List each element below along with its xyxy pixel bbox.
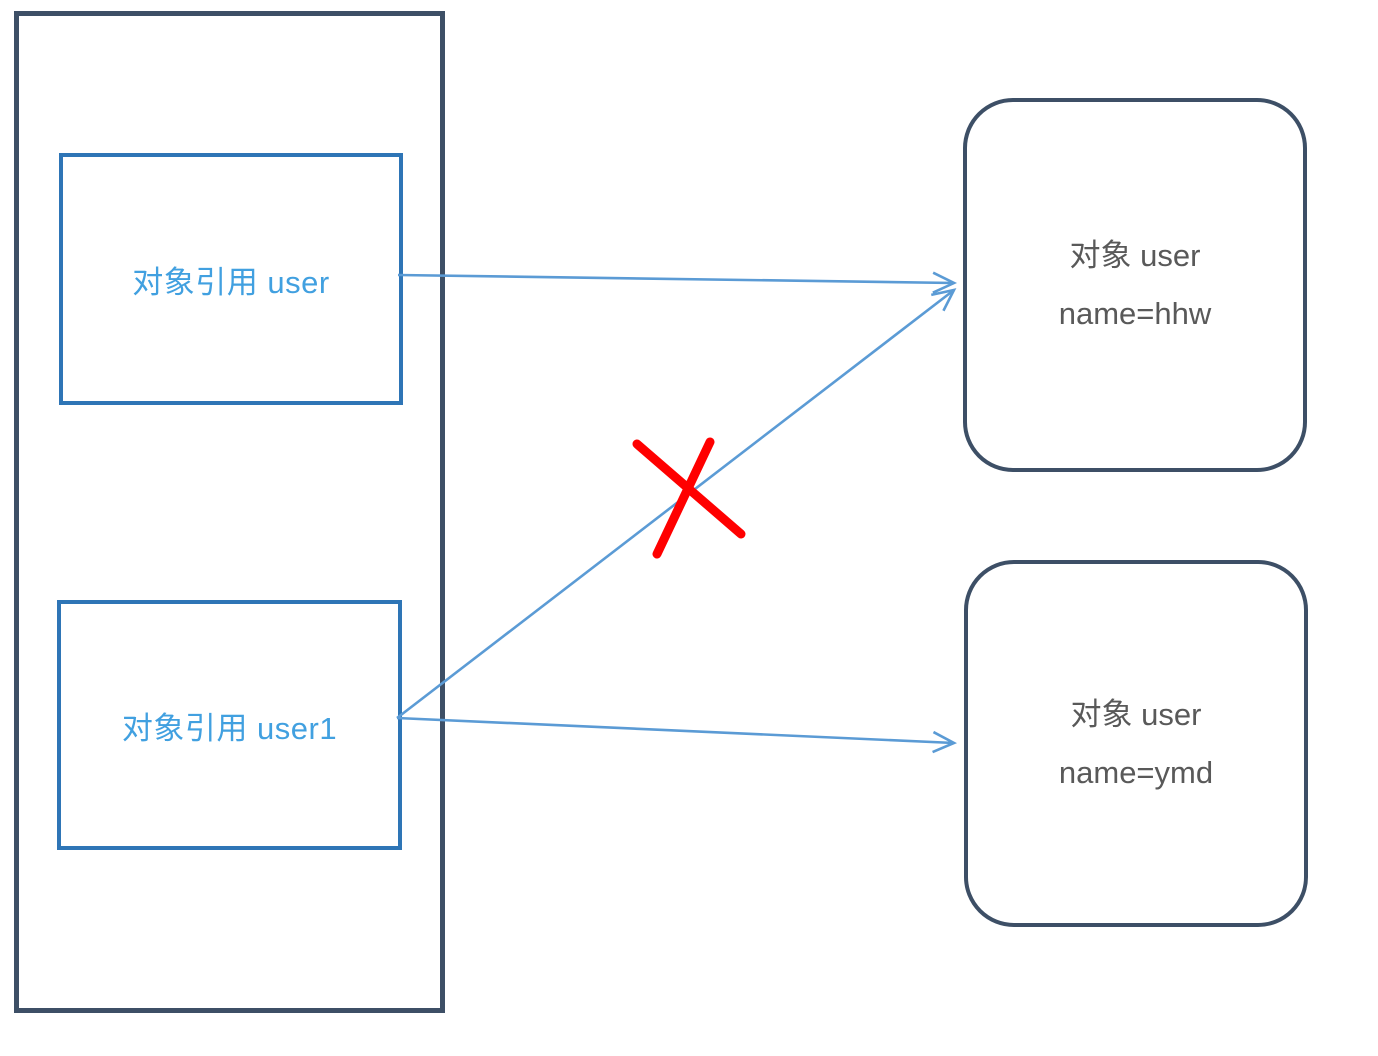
arrow-user1-to-hhw-invalid bbox=[396, 288, 957, 720]
cross-stroke-2 bbox=[652, 437, 715, 559]
heap-object-hhw-title: 对象 user bbox=[1069, 238, 1201, 273]
reference-box-user: 对象引用 user bbox=[59, 153, 403, 405]
stack-frame: 对象引用 user 对象引用 user1 bbox=[14, 11, 445, 1013]
heap-object-hhw: 对象 user name=hhw bbox=[963, 98, 1307, 472]
reference-label-user1: 对象引用 user1 bbox=[121, 710, 338, 746]
heap-object-ymd-title: 对象 user bbox=[1070, 696, 1202, 732]
cross-stroke-1 bbox=[632, 439, 746, 539]
reference-label-user: 对象引用 user bbox=[132, 264, 330, 300]
arrow-user1-to-ymd bbox=[396, 716, 958, 754]
invalid-reference-cross-icon bbox=[632, 437, 746, 559]
heap-object-ymd: 对象 user name=ymd bbox=[964, 560, 1308, 927]
heap-object-hhw-name: name=hhw bbox=[1058, 296, 1212, 331]
heap-object-ymd-name: name=ymd bbox=[1058, 754, 1214, 790]
arrow-user-to-hhw bbox=[397, 271, 958, 294]
reference-box-user1: 对象引用 user1 bbox=[57, 600, 402, 850]
